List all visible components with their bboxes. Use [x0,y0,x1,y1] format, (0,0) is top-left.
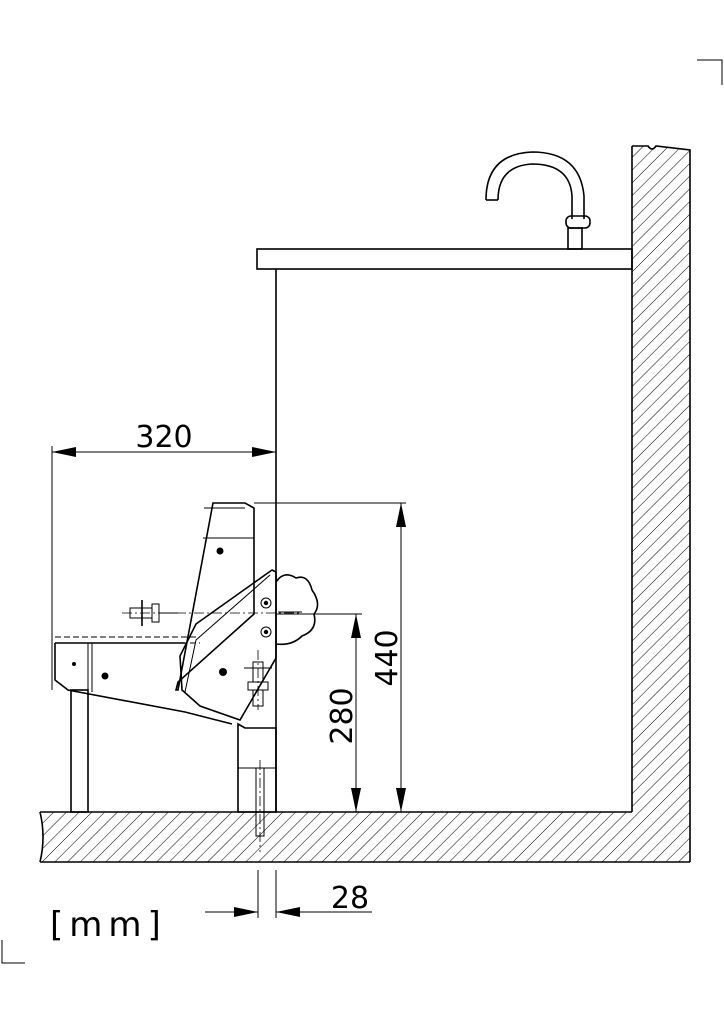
seat-base-post [237,722,277,852]
corner-mark-top-right [697,59,723,85]
folded-seat [54,636,233,725]
wall-offset-label: 28 [331,881,369,916]
dimension-width: 320 [51,420,276,690]
floor [39,811,690,863]
counter-top [256,248,633,812]
dimension-wall-offset: 28 [205,870,372,918]
wall [631,145,691,862]
faucet [485,151,591,250]
corner-mark-bottom-left [1,940,25,964]
height-bottom-label: 280 [325,687,360,744]
seat-leg [70,689,89,813]
unit-label: [mm] [50,905,167,945]
width-label: 320 [135,420,192,455]
wall-plug-cutaway [275,574,319,646]
dimension-height-bottom: 280 [276,613,362,812]
seat-back-column [174,502,255,691]
seat-pivot-bracket [179,569,277,721]
dimension-height-top: 440 [254,502,406,812]
height-top-label: 440 [370,629,405,686]
anchor-bolt-upper [122,600,300,626]
anchor-bolt-lower [244,650,272,710]
